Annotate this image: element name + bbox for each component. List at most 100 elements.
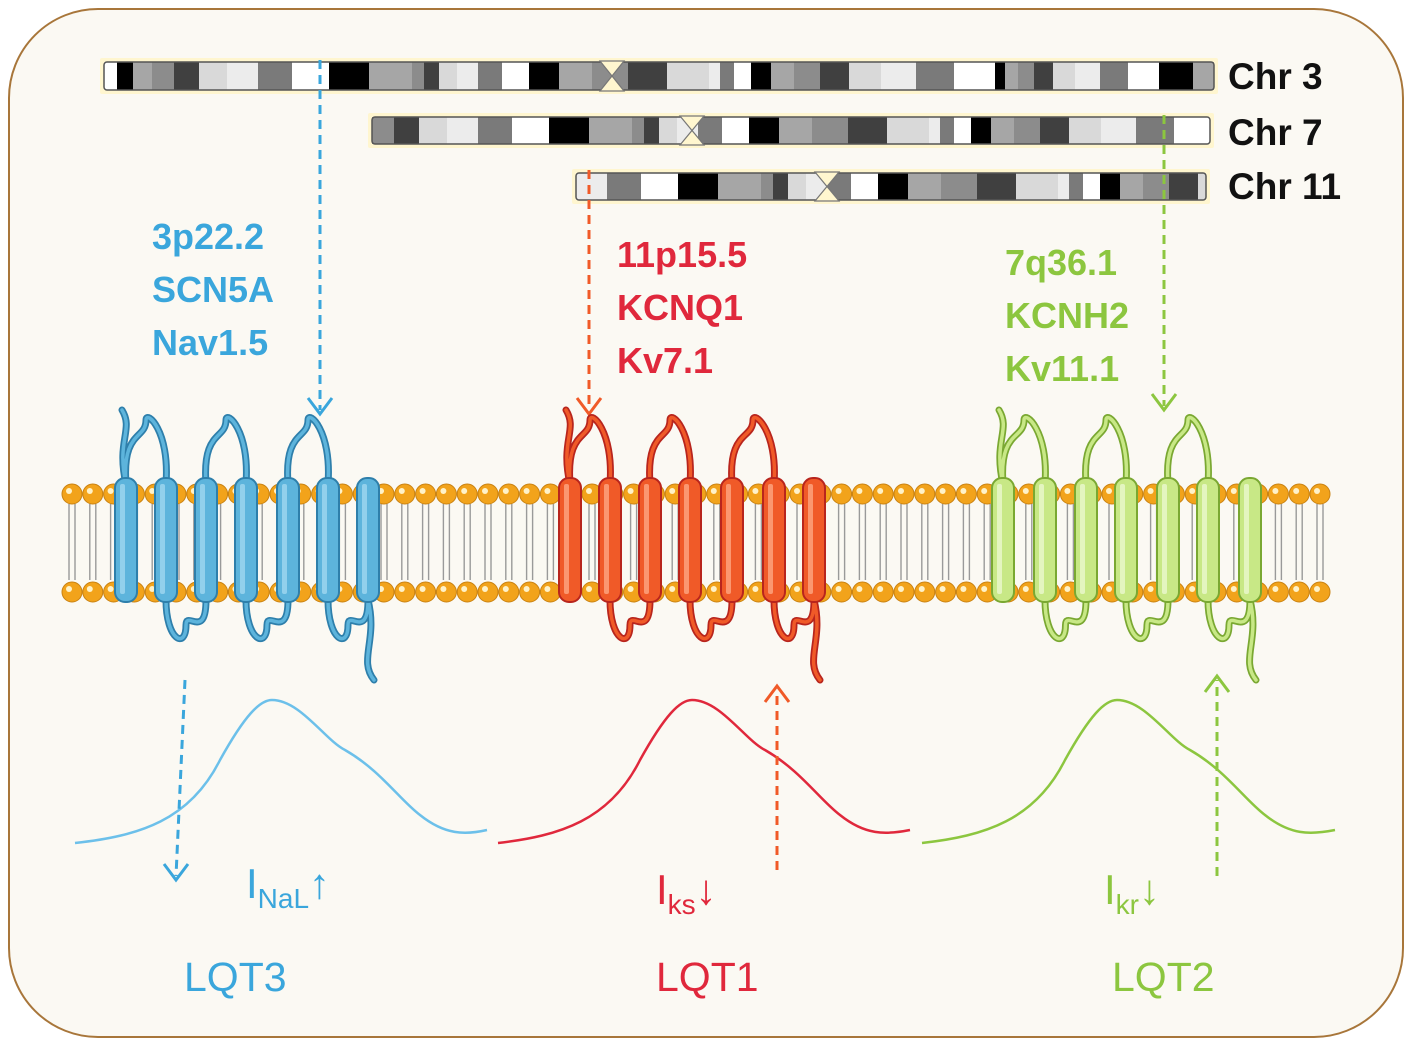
chromosome-band bbox=[628, 62, 667, 90]
helix-highlight bbox=[564, 484, 569, 594]
chromosome-band bbox=[995, 62, 1005, 90]
chromosome-band bbox=[1040, 117, 1069, 144]
protein-label: Nav1.5 bbox=[152, 322, 269, 363]
chromosome-band bbox=[709, 62, 720, 90]
chromosome-band bbox=[1174, 117, 1210, 144]
transmembrane-helix bbox=[1114, 477, 1138, 603]
chromosome-outline bbox=[575, 172, 1207, 201]
chromosome-band bbox=[977, 173, 1016, 200]
channel-loop-core bbox=[564, 408, 822, 682]
chromosome-band bbox=[457, 62, 478, 90]
transmembrane-helix bbox=[678, 477, 702, 603]
chromosome-band bbox=[1193, 62, 1214, 90]
transmembrane-helix bbox=[316, 477, 340, 603]
chromosome-band bbox=[659, 117, 677, 144]
chromosome-band bbox=[329, 62, 369, 90]
helix-highlight bbox=[160, 484, 165, 594]
chromosome-band bbox=[1128, 62, 1159, 90]
chromosome-band bbox=[292, 62, 329, 90]
lipid-molecule bbox=[851, 483, 873, 603]
lipid-molecule bbox=[1288, 483, 1310, 603]
transmembrane-helix bbox=[114, 477, 138, 603]
chromosome-band bbox=[133, 62, 152, 90]
chromosome-band bbox=[698, 117, 722, 144]
chromosome-band bbox=[1058, 173, 1069, 200]
chromosome-band bbox=[849, 62, 881, 90]
chromosome-band bbox=[644, 117, 659, 144]
channel-loop-core bbox=[120, 408, 376, 682]
lqt3-current-label: INaL↑ bbox=[246, 860, 330, 915]
helix-highlight bbox=[1080, 484, 1085, 594]
lipid-molecule bbox=[394, 483, 416, 603]
chromosome-band bbox=[878, 173, 908, 200]
lqt2-waveform bbox=[921, 698, 1336, 845]
transmembrane-helix bbox=[802, 477, 826, 603]
chromosome-band bbox=[749, 117, 779, 144]
chromosome-band bbox=[908, 173, 941, 200]
lipid-molecule bbox=[415, 483, 437, 603]
helix-highlight bbox=[120, 484, 125, 594]
chr3-label: Chr 3 bbox=[1228, 56, 1323, 97]
chromosome-band bbox=[1159, 62, 1193, 90]
current-subscript: NaL bbox=[257, 883, 310, 914]
kv11-1-channel-protein bbox=[991, 406, 1262, 684]
chromosome-band bbox=[117, 62, 133, 90]
helix-highlight bbox=[808, 484, 813, 594]
chromosome-band bbox=[779, 117, 812, 144]
chromosome-band bbox=[512, 117, 549, 144]
chromosome-band bbox=[478, 62, 502, 90]
lipid-molecule bbox=[872, 483, 894, 603]
chromosome-band bbox=[1075, 62, 1100, 90]
chromosome-band bbox=[1018, 62, 1034, 90]
chromosome-band bbox=[788, 173, 806, 200]
transmembrane-helix bbox=[598, 477, 622, 603]
transmembrane-helix bbox=[1074, 477, 1098, 603]
chromosome-band bbox=[199, 62, 227, 90]
kcnq1-locus-arrow bbox=[575, 170, 603, 417]
helix-highlight bbox=[644, 484, 649, 594]
helix-highlight bbox=[322, 484, 327, 594]
current-subscript: kr bbox=[1115, 889, 1139, 920]
centromere bbox=[813, 171, 841, 202]
chromosome-band bbox=[1083, 173, 1100, 200]
chromosome-band bbox=[667, 62, 709, 90]
lipid-molecule bbox=[498, 483, 520, 603]
lipid-molecule bbox=[477, 483, 499, 603]
transmembrane-helix bbox=[720, 477, 744, 603]
chromosome-band bbox=[1016, 173, 1058, 200]
transmembrane-helix bbox=[1033, 477, 1057, 603]
lipid-molecule bbox=[914, 483, 936, 603]
chromosome-band bbox=[1100, 173, 1120, 200]
lipid-molecule bbox=[893, 483, 915, 603]
chromosome-band bbox=[720, 62, 734, 90]
chr7-label: Chr 7 bbox=[1228, 112, 1323, 153]
chromosome-band bbox=[678, 173, 718, 200]
chromosome-band bbox=[734, 62, 751, 90]
chromosome-band bbox=[104, 62, 117, 90]
chromosome-outline bbox=[371, 116, 1211, 145]
chromosome-band bbox=[1101, 117, 1136, 144]
lqt3-dashed-down-arrow bbox=[162, 679, 190, 883]
chromosome-band bbox=[478, 117, 512, 144]
lqt3-waveform bbox=[74, 698, 488, 845]
nav1-5-channel-protein bbox=[114, 406, 380, 684]
chromosome-outline bbox=[103, 61, 1215, 91]
chromosome-band bbox=[394, 117, 419, 144]
lipid-molecule bbox=[1309, 483, 1331, 603]
lqt2-dashed-up-arrow bbox=[1203, 673, 1231, 876]
transmembrane-helix bbox=[154, 477, 178, 603]
chromosome-3-ideogram bbox=[100, 58, 1218, 94]
transmembrane-helix bbox=[1196, 477, 1220, 603]
lipid-molecule bbox=[831, 483, 853, 603]
gene-label: SCN5A bbox=[152, 269, 275, 310]
lipid-molecule bbox=[519, 483, 541, 603]
lqt2-syndrome-label: LQT2 bbox=[1112, 954, 1215, 1000]
chromosome-band bbox=[848, 117, 887, 144]
chromosome-band bbox=[1198, 173, 1206, 200]
lipid-molecule bbox=[82, 483, 104, 603]
chromosome-band bbox=[991, 117, 1014, 144]
protein-label: Kv7.1 bbox=[617, 340, 714, 381]
chromosome-band bbox=[954, 62, 995, 90]
chromosome-band bbox=[419, 117, 447, 144]
